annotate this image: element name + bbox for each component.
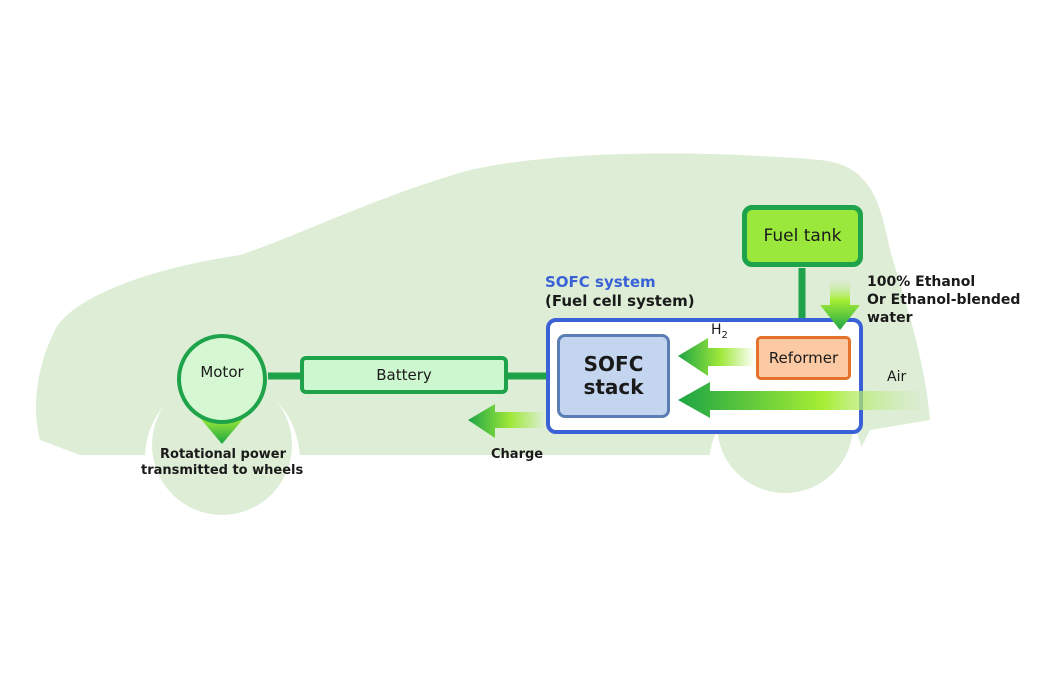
fuel-input-label-line3: water bbox=[867, 310, 913, 326]
output-label-line2: transmitted to wheels bbox=[141, 463, 304, 478]
output-label-line1: Rotational power bbox=[160, 447, 287, 462]
h2-label: H2 bbox=[711, 322, 728, 341]
rear-wheel bbox=[152, 375, 292, 515]
battery-label: Battery bbox=[376, 366, 432, 384]
fuel-tank-label: Fuel tank bbox=[763, 226, 842, 246]
fuel-input-label-line2: Or Ethanol-blended bbox=[867, 292, 1021, 308]
charge-arrow bbox=[468, 404, 545, 438]
motor-label: Motor bbox=[200, 363, 244, 381]
sofc-stack-label-line1: SOFC bbox=[583, 352, 644, 376]
sofc-stack-node: SOFC stack bbox=[557, 334, 670, 418]
sofc-stack-label-line2: stack bbox=[583, 375, 644, 399]
sofc-system-title: SOFC system bbox=[545, 273, 656, 291]
fuel-input-label-line1: 100% Ethanol bbox=[867, 274, 976, 290]
charge-label: Charge bbox=[491, 447, 544, 462]
air-arrow bbox=[678, 382, 920, 418]
fuel-input-arrow bbox=[820, 280, 860, 330]
h2-label-subscript: 2 bbox=[721, 329, 728, 341]
fuel-tank-node: Fuel tank bbox=[742, 205, 863, 267]
reformer-label: Reformer bbox=[768, 349, 839, 367]
air-label: Air bbox=[887, 369, 907, 385]
reformer-node: Reformer bbox=[756, 336, 851, 380]
motor-node: Motor bbox=[177, 334, 267, 424]
battery-node: Battery bbox=[300, 356, 508, 394]
h2-arrow bbox=[678, 338, 755, 376]
h2-label-main: H bbox=[711, 322, 722, 338]
sofc-system-subtitle: (Fuel cell system) bbox=[545, 292, 695, 310]
